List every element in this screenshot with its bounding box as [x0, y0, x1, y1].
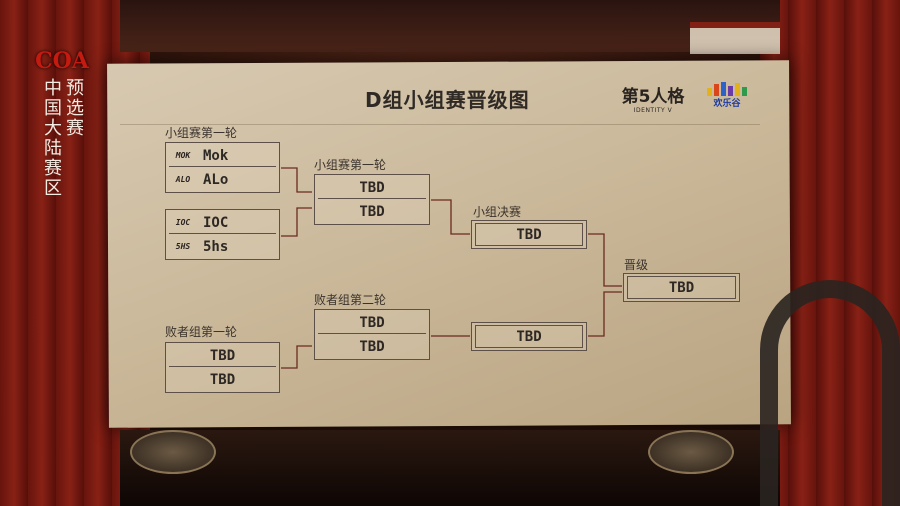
team-name: Mok — [203, 147, 229, 164]
happy-valley-text: 欢乐谷 — [713, 99, 741, 109]
ioc-logo-icon: IOC — [175, 218, 191, 227]
label-group-r1-winners: 小组赛第一轮 — [314, 158, 387, 172]
loser-r1-team-1[interactable]: TBD — [169, 345, 276, 367]
label-loser-r1: 败者组第一轮 — [165, 325, 238, 339]
team-name: 5hs — [203, 238, 229, 255]
match-1-team-2[interactable]: ALO ALo — [169, 169, 276, 190]
coa-region-text: 中国大陆赛区 — [41, 78, 62, 198]
page-title: D组小组赛晋级图 — [365, 88, 530, 112]
mok-logo-icon: MOK — [175, 151, 191, 160]
alo-logo-icon: ALO — [175, 175, 191, 184]
match-loser-final[interactable]: TBD — [471, 322, 587, 351]
stage-light — [690, 22, 780, 54]
label-group-final: 小组决赛 — [473, 205, 522, 219]
tentacle-decoration — [760, 280, 900, 506]
winners-r1-team-1[interactable]: TBD — [318, 177, 426, 199]
advance-slot[interactable]: TBD — [623, 273, 740, 302]
loser-r2-team-1[interactable]: TBD — [318, 312, 426, 334]
match-1-team-1[interactable]: MOK Mok — [169, 145, 276, 167]
identity-v-logo: 第5人格 IDENTITY V — [618, 82, 688, 116]
match-2-team-2[interactable]: 5HS 5hs — [169, 236, 276, 257]
5hs-logo-icon: 5HS — [175, 242, 191, 251]
happy-valley-icon — [696, 82, 758, 96]
group-final-team[interactable]: TBD — [475, 223, 583, 246]
winners-r1-team-2[interactable]: TBD — [359, 203, 385, 220]
match-2[interactable]: IOC IOC 5HS 5hs — [165, 209, 280, 260]
paper-ornament — [120, 72, 760, 125]
advance-team[interactable]: TBD — [627, 276, 736, 299]
loser-r2-team-2[interactable]: TBD — [359, 338, 385, 355]
drum-right — [648, 430, 734, 474]
match-winners-r1[interactable]: TBD TBD — [314, 174, 430, 225]
label-advance: 晋级 — [624, 258, 649, 272]
coa-mark: COA — [35, 48, 89, 74]
label-group-r1: 小组赛第一轮 — [165, 126, 238, 140]
team-name: ALo — [203, 171, 229, 188]
match-loser-r1[interactable]: TBD TBD — [165, 342, 280, 393]
loser-r1-team-2[interactable]: TBD — [209, 371, 236, 388]
coa-logo: COA 中国大陆赛区 预选赛 — [26, 18, 98, 218]
identity-v-logo-text: 第5人格 — [621, 87, 685, 107]
match-group-final[interactable]: TBD — [471, 220, 587, 249]
happy-valley-logo: 欢乐谷 — [696, 82, 758, 116]
team-name: IOC — [203, 214, 229, 231]
coa-stage-text: 预选赛 — [63, 78, 84, 138]
match-1[interactable]: MOK Mok ALO ALo — [165, 142, 280, 193]
match-loser-r2[interactable]: TBD TBD — [314, 309, 430, 360]
loser-final-team[interactable]: TBD — [475, 325, 583, 348]
match-2-team-1[interactable]: IOC IOC — [169, 212, 276, 234]
label-loser-r2: 败者组第二轮 — [314, 293, 387, 307]
drum-left — [130, 430, 216, 474]
identity-v-logo-sub: IDENTITY V — [633, 107, 673, 114]
stage-beam — [120, 0, 780, 52]
